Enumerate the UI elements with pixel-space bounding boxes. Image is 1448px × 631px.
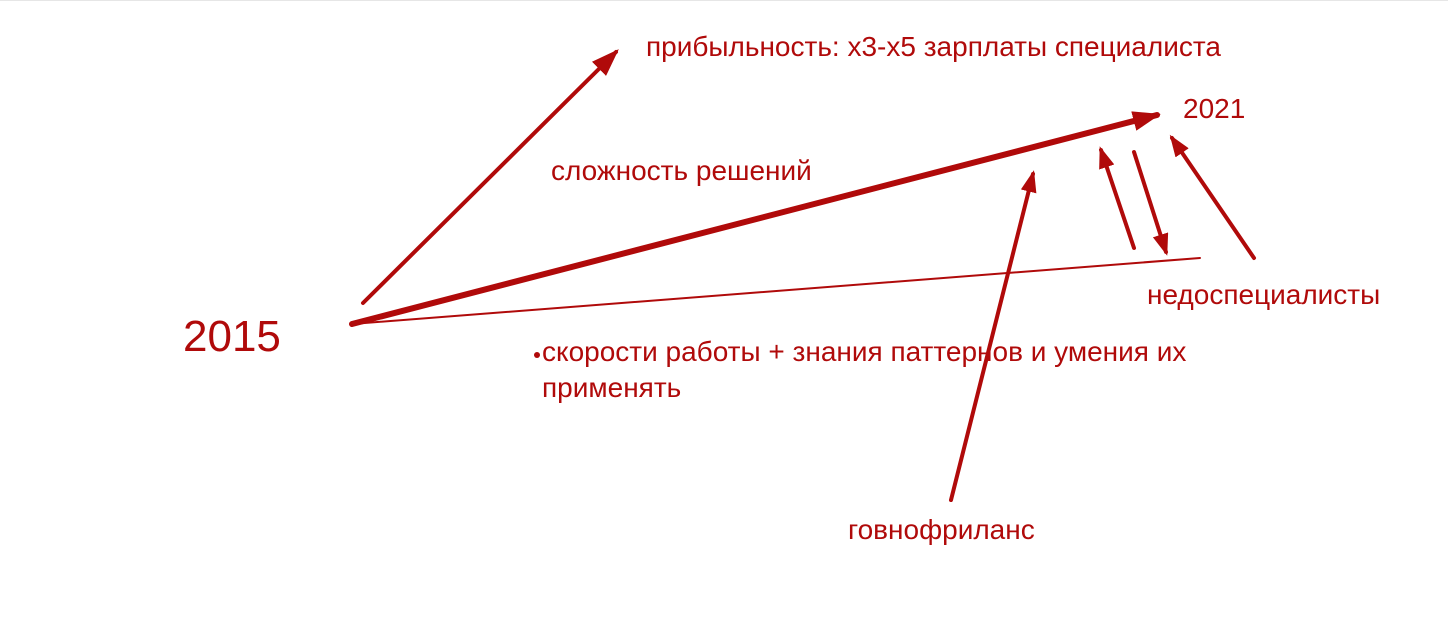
top-divider — [0, 0, 1448, 1]
bullet-dot-icon — [534, 352, 540, 358]
complexity-arrow — [349, 111, 1161, 327]
freelance-label: говнофриланс — [848, 514, 1035, 545]
profitability-label: прибыльность: x3-x5 зарплаты специалиста — [646, 31, 1221, 62]
underspec-down-arrow — [1132, 150, 1169, 256]
end-year-label: 2021 — [1183, 93, 1246, 124]
complexity-label: сложность решений — [551, 155, 812, 186]
underspec-diagonal-arrow — [1169, 134, 1256, 260]
speed-label: скорости работы + знания паттернов и уме… — [542, 336, 1187, 403]
start-year-label: 2015 — [183, 312, 281, 361]
speed-baseline — [351, 257, 1201, 325]
freelance-arrow — [949, 170, 1037, 502]
underspec-up-arrow — [1099, 146, 1136, 250]
profit-arrow — [361, 49, 619, 305]
underspecialists-label: недоспециалисты — [1147, 279, 1381, 310]
